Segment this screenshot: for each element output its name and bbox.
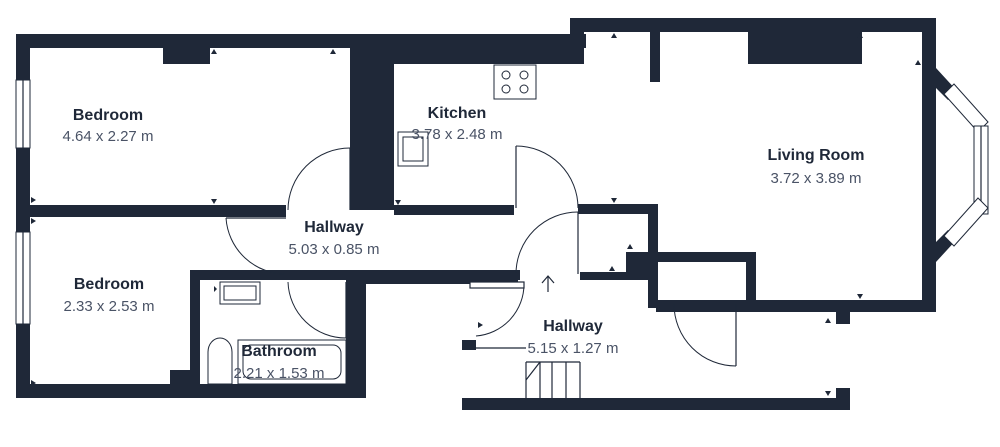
room-bedroom-2: Bedroom 2.33 x 2.53 m	[64, 276, 155, 315]
room-hallway-1: Hallway 5.03 x 0.85 m	[289, 219, 380, 258]
room-hallway-2: Hallway 5.15 x 1.27 m	[528, 318, 619, 357]
room-name: Bathroom	[241, 343, 317, 360]
room-dimensions: 3.72 x 3.89 m	[771, 170, 862, 187]
windows	[15, 79, 989, 325]
room-name: Living Room	[768, 147, 865, 164]
room-dimensions: 2.21 x 1.53 m	[234, 365, 325, 382]
hob-icon	[493, 64, 537, 100]
socket-markers	[31, 33, 921, 396]
room-bathroom: Bathroom 2.21 x 1.53 m	[234, 343, 325, 382]
walls	[16, 18, 958, 410]
room-bedroom-1: Bedroom 4.64 x 2.27 m	[63, 107, 154, 145]
room-dimensions: 5.15 x 1.27 m	[528, 340, 619, 357]
bathroom-sink-icon	[219, 281, 261, 305]
room-dimensions: 2.33 x 2.53 m	[64, 298, 155, 315]
room-dimensions: 3.78 x 2.48 m	[412, 126, 503, 143]
room-kitchen: Kitchen 3.78 x 2.48 m	[412, 105, 503, 143]
room-name: Bedroom	[73, 107, 143, 124]
entry-arrow-icon	[541, 275, 555, 292]
room-name: Kitchen	[428, 105, 487, 122]
room-dimensions: 4.64 x 2.27 m	[63, 128, 154, 145]
sink-icon	[397, 131, 429, 167]
room-name: Hallway	[543, 318, 603, 335]
toilet-icon	[207, 337, 233, 385]
room-living-room: Living Room 3.72 x 3.89 m	[768, 147, 865, 187]
room-name: Bedroom	[74, 276, 144, 293]
doors	[225, 145, 737, 367]
room-dimensions: 5.03 x 0.85 m	[289, 241, 380, 258]
room-name: Hallway	[304, 219, 364, 236]
stairs-icon	[476, 347, 581, 398]
bath-icon	[237, 339, 347, 385]
